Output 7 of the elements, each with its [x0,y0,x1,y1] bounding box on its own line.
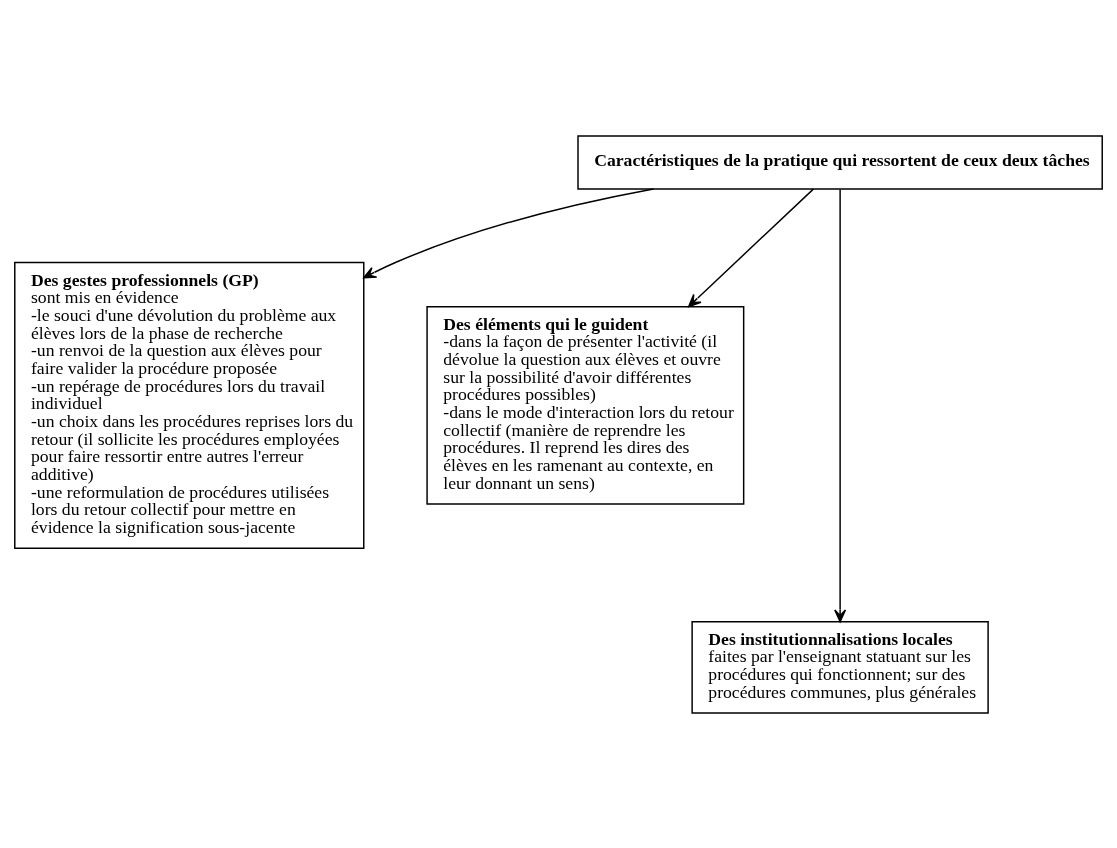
node-box: Des institutionnalisations locales faites par l'enseignant statuant sur les procédures qui fonctionnent; sur des procédures communes, plus générales [691,620,989,714]
node-box: Des gestes professionnels (GP) sont mis en évidence -le souci d'une dévolution du problème aux élèves lors de la phase de recherche -un renvoi de la question aux élèves pour faire valider la procédure proposée -un repérage de procédures lors du travail individuel -un choix dans les procédures reprises lors du retour (il sollicite les procédures employées pour faire ressortir entre autres l'erreur additive) -une reformulation de procédures utilisées lors du retour collectif pour mettre en évidence la signification sous-jacente [14,261,365,549]
node-box: Des éléments qui le guident -dans la façon de présenter l'activité (il dévolue la question aux élèves et ouvre sur la possibilité d'avoir différentes procédures possibles) -dans le mode d'interaction lors du retour collectif (manière de reprendre les procédures. Il reprend les dires des élèves en les ramenant au contexte, en leur donnant un sens) [426,305,745,505]
arrow [363,187,655,279]
arrow [834,188,847,622]
node-box: Caractéristiques de la pratique qui ressortent de ceux deux tâches [577,134,1103,190]
arrow [688,187,815,307]
